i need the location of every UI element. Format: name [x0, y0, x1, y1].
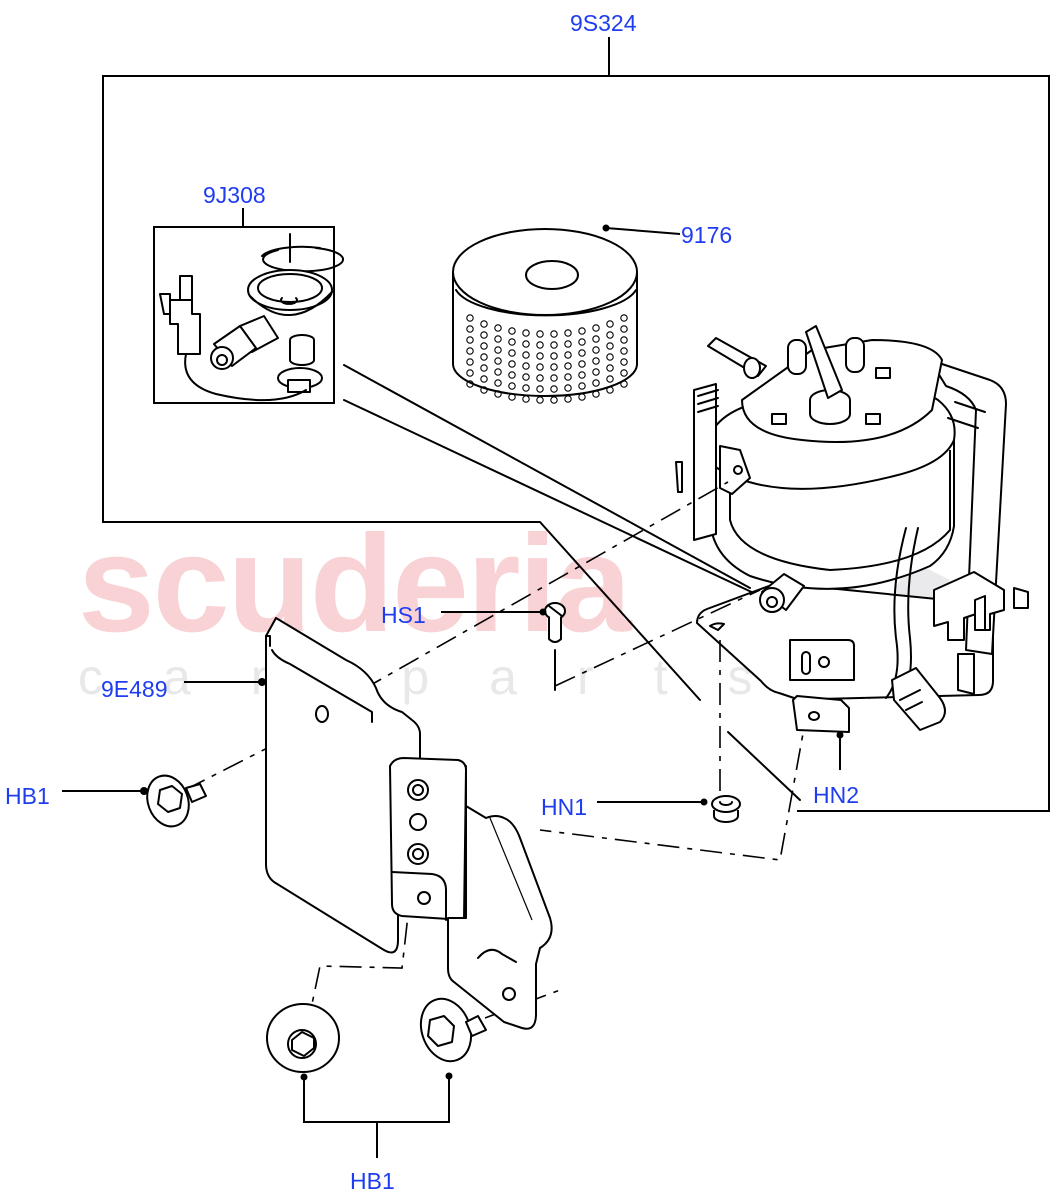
callout-9s324[interactable]: 9S324 — [570, 10, 637, 36]
callout-hb1-left[interactable]: HB1 — [5, 783, 50, 809]
callout-hs1[interactable]: HS1 — [381, 602, 426, 628]
nut-hn1 — [711, 795, 741, 823]
clip-nut-hn2 — [792, 695, 850, 733]
callout-hb1-bottom[interactable]: HB1 — [350, 1168, 395, 1194]
leader-lines — [62, 608, 844, 1158]
stud-hs1 — [544, 602, 566, 691]
sensor-kit-box — [153, 208, 345, 404]
callout-hn1[interactable]: HN1 — [541, 794, 588, 820]
filter-housing — [675, 325, 1029, 731]
callout-hn2[interactable]: HN2 — [813, 782, 860, 808]
bracket-9e489 — [265, 617, 553, 1030]
watermark-brand: scuderia — [78, 507, 632, 661]
filter-element — [452, 224, 681, 404]
bolt-hb1-left — [146, 774, 207, 828]
assembly-group-box — [102, 37, 1050, 812]
callout-9176[interactable]: 9176 — [681, 222, 733, 248]
callout-9e489[interactable]: 9E489 — [101, 676, 168, 702]
callout-9j308[interactable]: 9J308 — [203, 182, 266, 208]
bolts-hb1-pair — [266, 997, 487, 1073]
